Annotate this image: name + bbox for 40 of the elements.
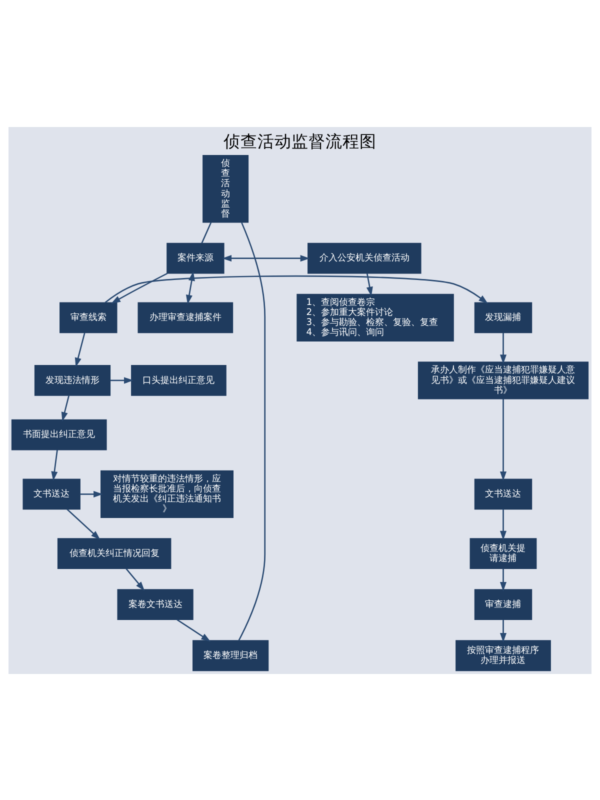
connector xyxy=(201,222,212,243)
arrow xyxy=(126,568,145,590)
node-box: 审查逮捕 xyxy=(474,588,532,620)
node-box: 审查线索 xyxy=(60,302,118,333)
node-box: 按照审查逮捕程序办理并报送 xyxy=(456,640,551,671)
node-box: 对情节较重的违法情形，应当报检察长批准后，向侦查机关发出《纠正违法通知书》 xyxy=(100,470,234,518)
node-box: 文书送达 xyxy=(474,478,532,510)
node-box: 侦查机关提请逮捕 xyxy=(470,538,537,569)
arrow xyxy=(222,254,310,262)
node-box: 办理审查逮捕案件 xyxy=(138,302,234,333)
diagram-title: 侦查活动监督流程图 xyxy=(224,130,376,151)
arrow xyxy=(500,619,507,642)
node-box: 侦查机关纠正情况回复 xyxy=(57,538,172,569)
arrow xyxy=(366,272,373,296)
node-box: 侦查活动监督 xyxy=(202,154,249,222)
connector xyxy=(238,222,266,640)
node-box: 案卷文书送达 xyxy=(117,588,194,620)
node-box: 文书送达 xyxy=(22,478,80,510)
arrow xyxy=(111,272,168,304)
arrow xyxy=(110,376,134,384)
arrow xyxy=(176,618,211,642)
arrow xyxy=(61,395,70,422)
node-box: 承办人制作《应当逮捕犯罪嫌疑人意见书》或《应当逮捕犯罪嫌疑人建议书》 xyxy=(418,361,589,399)
arrow xyxy=(500,508,507,540)
arrow xyxy=(500,568,507,591)
node-box: 书面提出纠正意见 xyxy=(11,418,107,450)
node-box: 发现漏捕 xyxy=(474,302,532,333)
node-box: 案卷整理归档 xyxy=(192,640,269,671)
arrow xyxy=(74,332,86,367)
arrow xyxy=(500,398,507,480)
node-box: 介入公安机关侦查活动 xyxy=(308,242,422,274)
node-box: 案件来源 xyxy=(166,242,224,274)
arrow xyxy=(66,508,100,540)
arrow xyxy=(104,274,488,304)
arrow xyxy=(80,490,103,497)
node-box: 1、查阅侦查卷宗 2、参加重大案件讨论 3、参与勘验、检察、复验、复查 4、参与讯问、询问 xyxy=(296,293,454,342)
node-box: 发现违法情形 xyxy=(34,364,111,396)
arrow xyxy=(51,449,58,480)
node-box: 口头提出纠正意见 xyxy=(131,364,226,396)
arrow xyxy=(500,332,507,364)
